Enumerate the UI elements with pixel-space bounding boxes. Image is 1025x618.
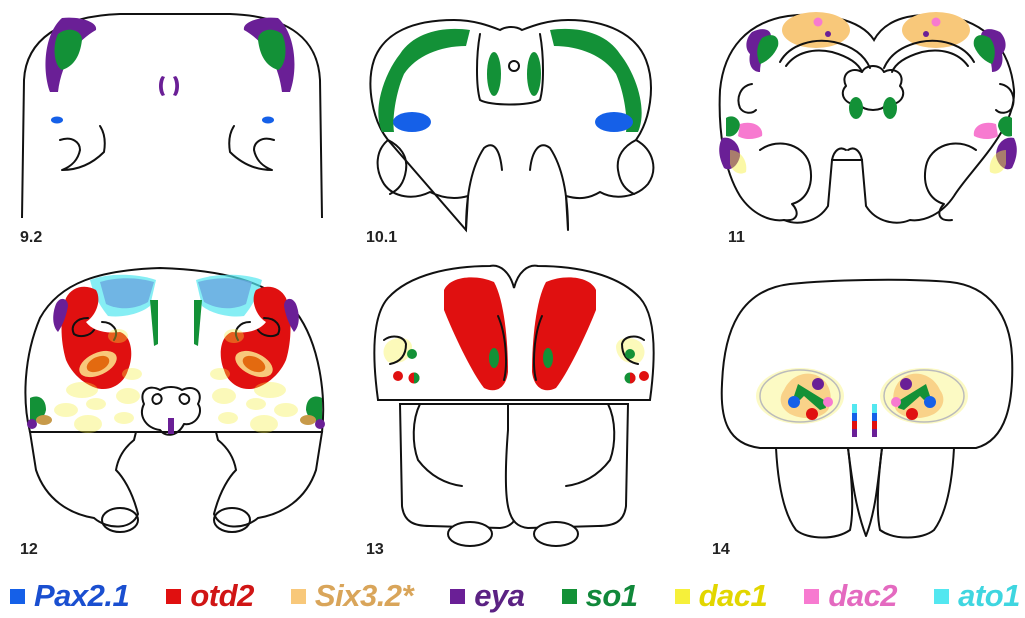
legend: Pax2.1 otd2 Six3.2* eya so1 dac1 dac2 at… (10, 576, 1020, 616)
legend-label: Pax2.1 (34, 578, 129, 614)
panel-11: 11 (719, 12, 1017, 246)
legend-item-ato1: ato1 (934, 578, 1020, 614)
panel-14: 14 (712, 280, 1012, 558)
lower-right (878, 448, 954, 538)
cluster-right-a (900, 378, 912, 390)
panel-label: 9.2 (20, 229, 42, 246)
legend-item-eya: eya (450, 578, 524, 614)
legend-label: dac2 (828, 578, 897, 614)
legend-item-otd2: otd2 (166, 578, 253, 614)
section-outline (722, 280, 1013, 448)
so1-otd2-left (489, 348, 499, 368)
six3-lateral-right (300, 415, 316, 425)
so1-dot-left (407, 349, 417, 359)
panel-label: 14 (712, 541, 730, 558)
so1-tube-right (527, 52, 541, 96)
legend-label: so1 (586, 578, 638, 614)
legend-label: otd2 (190, 578, 253, 614)
so1-dot-right (625, 349, 635, 359)
legend-item-pax2-1: Pax2.1 (10, 578, 129, 614)
legend-swatch (934, 589, 949, 604)
dac2-spot-right (932, 18, 941, 27)
so1-brain-left (849, 97, 863, 119)
panel-label: 11 (728, 229, 745, 246)
legend-label: eya (474, 578, 524, 614)
eya-midline (168, 418, 174, 434)
eya-spot-right (923, 31, 929, 37)
lower-left (400, 404, 522, 528)
lower-right (506, 404, 628, 528)
bulb-left (448, 522, 492, 546)
legend-swatch (562, 589, 577, 604)
cluster-left-a (812, 378, 824, 390)
legend-label: ato1 (958, 578, 1020, 614)
fin-right (214, 432, 322, 527)
mixed-dot-right (625, 373, 636, 384)
midline-bar-right (872, 404, 877, 437)
legend-swatch (450, 589, 465, 604)
eya-spot-left (825, 31, 831, 37)
so1-otd2-right (543, 348, 553, 368)
cluster-right-c (906, 408, 918, 420)
legend-swatch (166, 589, 181, 604)
so1-tube-left (487, 52, 501, 96)
midline-bar-left (852, 404, 857, 437)
six3-lateral-left (36, 415, 52, 425)
legend-item-dac1: dac1 (675, 578, 768, 614)
legend-swatch (804, 589, 819, 604)
panel-13: 13 (366, 266, 654, 558)
panel-label: 12 (20, 541, 38, 558)
eya-lateral-left (27, 419, 37, 429)
panel-10-1: 10.1 (366, 20, 653, 246)
otd2-dot-right (639, 371, 649, 381)
cluster-right-d (891, 397, 901, 407)
legend-item-six3-2: Six3.2* (291, 578, 413, 614)
pax2-spot-right (262, 117, 274, 124)
legend-item-dac2: dac2 (804, 578, 897, 614)
mixed-dot-left (409, 373, 420, 384)
legend-label: Six3.2* (315, 578, 413, 614)
dac1-lateral-right (990, 150, 1006, 174)
panel-label: 10.1 (366, 229, 397, 246)
pax2-domain-left (393, 112, 431, 132)
legend-swatch (291, 589, 306, 604)
legend-item-so1: so1 (562, 578, 638, 614)
cluster-right-b (924, 396, 936, 408)
bulb-right (534, 522, 578, 546)
pax2-spot-left (51, 117, 63, 124)
so1-brain-right (883, 97, 897, 119)
panel-label: 13 (366, 541, 384, 558)
dac2-spot-left (814, 18, 823, 27)
lower-left (776, 448, 852, 538)
six3-domain-right (902, 12, 970, 48)
otd2-dot-left (393, 371, 403, 381)
panel-12: 12 (20, 268, 325, 558)
cluster-left-d (823, 397, 833, 407)
legend-swatch (675, 589, 690, 604)
legend-swatch (10, 589, 25, 604)
eya-lateral-right (315, 419, 325, 429)
cluster-left-b (788, 396, 800, 408)
pax2-domain-right (595, 112, 633, 132)
panel-9-2: 9.2 (20, 14, 322, 246)
cluster-left-c (806, 408, 818, 420)
legend-label: dac1 (699, 578, 768, 614)
midline-gap (848, 448, 882, 536)
fin-left (30, 432, 138, 527)
